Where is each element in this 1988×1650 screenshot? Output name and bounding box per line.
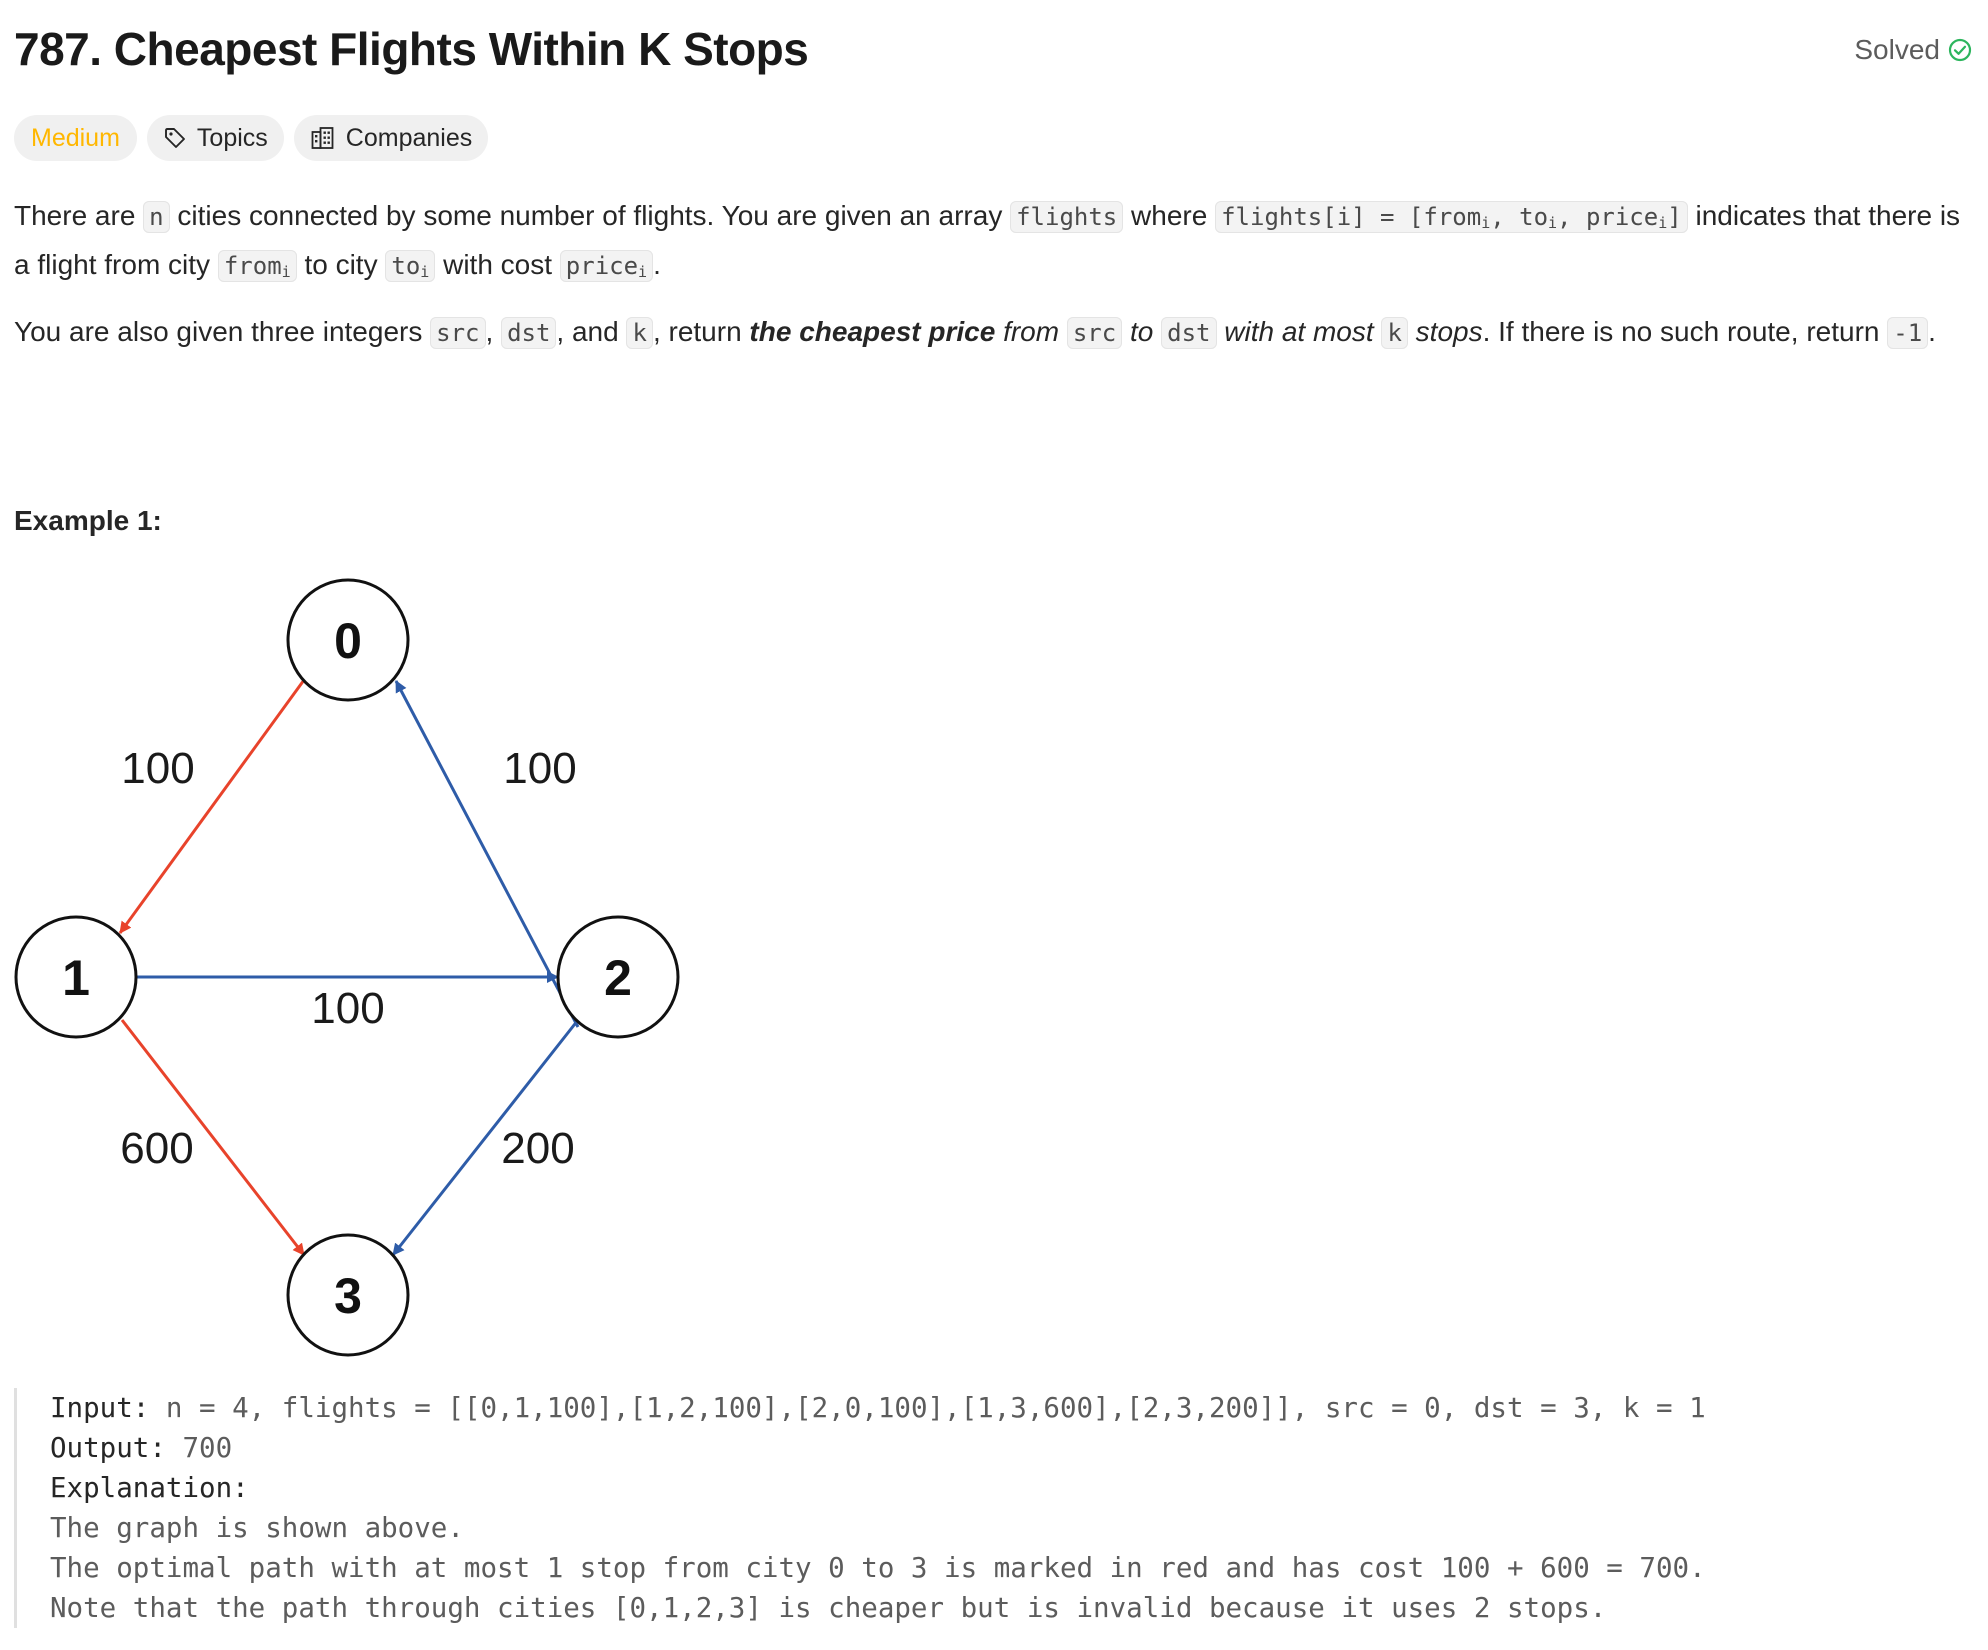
- explanation-line: The graph is shown above.: [50, 1512, 464, 1544]
- italic-text: to: [1122, 316, 1162, 347]
- text: cities connected by some number of fligh…: [169, 200, 1011, 231]
- node-label-0: 0: [334, 613, 362, 669]
- explanation-line: Note that the path through cities [0,1,2…: [50, 1592, 1607, 1624]
- italic-text: from: [995, 316, 1067, 347]
- code-k: k: [1381, 317, 1408, 349]
- text: , and: [556, 316, 627, 347]
- code-subscript: i: [281, 263, 291, 281]
- code-text: price: [565, 252, 639, 280]
- graph-node-3: [286, 1233, 410, 1357]
- edge-label-1-2: 100: [311, 984, 384, 1033]
- output-label: Output:: [50, 1432, 166, 1464]
- example-block: Input: n = 4, flights = [[0,1,100],[1,2,…: [14, 1388, 1950, 1628]
- problem-title: 787. Cheapest Flights Within K Stops: [14, 23, 809, 75]
- code-flights: flights: [1010, 201, 1124, 233]
- code-subscript: i: [1481, 214, 1491, 232]
- text: ,: [485, 316, 502, 347]
- tag-row: Medium Topics: [14, 115, 489, 161]
- solved-label: Solved: [1854, 34, 1940, 65]
- code-price: pricei: [559, 250, 654, 282]
- italic-text: stops: [1407, 316, 1483, 347]
- edge-label-1-3: 600: [120, 1124, 193, 1173]
- text: .: [1928, 316, 1936, 347]
- description-paragraph-1: There are n cities connected by some num…: [14, 195, 1964, 293]
- node-label-2: 2: [604, 950, 632, 1006]
- code-text: , price: [1557, 203, 1659, 231]
- description-paragraph-2: You are also given three integers src, d…: [14, 311, 1964, 354]
- edge-label-0-1: 100: [121, 744, 194, 793]
- code-k: k: [626, 317, 653, 349]
- code-dst: dst: [1161, 317, 1217, 349]
- code-subscript: i: [1658, 214, 1668, 232]
- solved-status: Solved: [1854, 34, 1972, 66]
- code-minus-one: -1: [1887, 317, 1929, 349]
- building-icon: [310, 125, 336, 151]
- code-subscript: i: [638, 263, 648, 281]
- text: with cost: [435, 249, 560, 280]
- explanation-line: The optimal path with at most 1 stop fro…: [50, 1552, 1706, 1584]
- code-subscript: i: [420, 263, 430, 281]
- node-label-1: 1: [62, 950, 90, 1006]
- text: You are also given three integers: [14, 316, 431, 347]
- edge-label-2-0: 100: [503, 744, 576, 793]
- edge-2-to-3: [391, 1019, 580, 1256]
- companies-button[interactable]: Companies: [293, 115, 489, 161]
- output-value: 700: [165, 1432, 233, 1464]
- text: indicates that there is a flight from ci…: [14, 200, 1961, 280]
- difficulty-label: Medium: [31, 123, 120, 152]
- node-label-3: 3: [334, 1268, 362, 1324]
- example-output-line: Output: 700: [50, 1428, 1950, 1468]
- graph-node-2: [556, 915, 680, 1039]
- code-text: flights[i] = [from: [1221, 203, 1482, 231]
- graph-node-1: [14, 915, 138, 1039]
- edge-label-2-3: 200: [501, 1124, 574, 1173]
- text: . If there is no such route, return: [1482, 316, 1888, 347]
- text: to city: [296, 249, 386, 280]
- topics-button[interactable]: Topics: [146, 115, 284, 161]
- difficulty-badge: Medium: [14, 115, 137, 161]
- code-dst: dst: [501, 317, 557, 349]
- italic-text: with at most: [1216, 316, 1382, 347]
- code-src: src: [430, 317, 486, 349]
- explanation-label: Explanation:: [50, 1472, 249, 1504]
- input-value: n = 4, flights = [[0,1,100],[1,2,100],[2…: [149, 1392, 1706, 1424]
- edge-1-to-3: [120, 1019, 306, 1256]
- text: , return: [652, 316, 750, 347]
- edge-2-to-0: [394, 680, 580, 1028]
- code-text: to: [391, 252, 421, 280]
- code-text: from: [223, 252, 282, 280]
- example-title: Example 1:: [14, 505, 162, 536]
- code-from: fromi: [217, 250, 297, 282]
- topics-label: Topics: [196, 123, 268, 152]
- example-input-line: Input: n = 4, flights = [[0,1,100],[1,2,…: [50, 1388, 1950, 1428]
- text: .: [653, 249, 661, 280]
- edge-0-to-1: [118, 679, 306, 934]
- code-text: , to: [1490, 203, 1549, 231]
- code-text: ]: [1667, 203, 1682, 231]
- flight-graph-diagram: 100 100 100 600 200 0 1 2 3: [14, 578, 680, 1357]
- input-label: Input:: [50, 1392, 150, 1424]
- text: There are: [14, 200, 144, 231]
- check-circle-icon: [1948, 38, 1972, 62]
- graph-node-0: [286, 578, 410, 702]
- tag-icon: [163, 126, 187, 150]
- code-n: n: [143, 201, 170, 233]
- companies-label: Companies: [345, 123, 473, 152]
- code-src: src: [1066, 317, 1123, 349]
- text: where: [1123, 200, 1216, 231]
- code-flights-expr: flights[i] = [fromi, toi, pricei]: [1215, 201, 1688, 233]
- emphasis-cheapest-price: the cheapest price: [749, 316, 996, 347]
- code-to: toi: [385, 250, 436, 282]
- code-subscript: i: [1548, 214, 1558, 232]
